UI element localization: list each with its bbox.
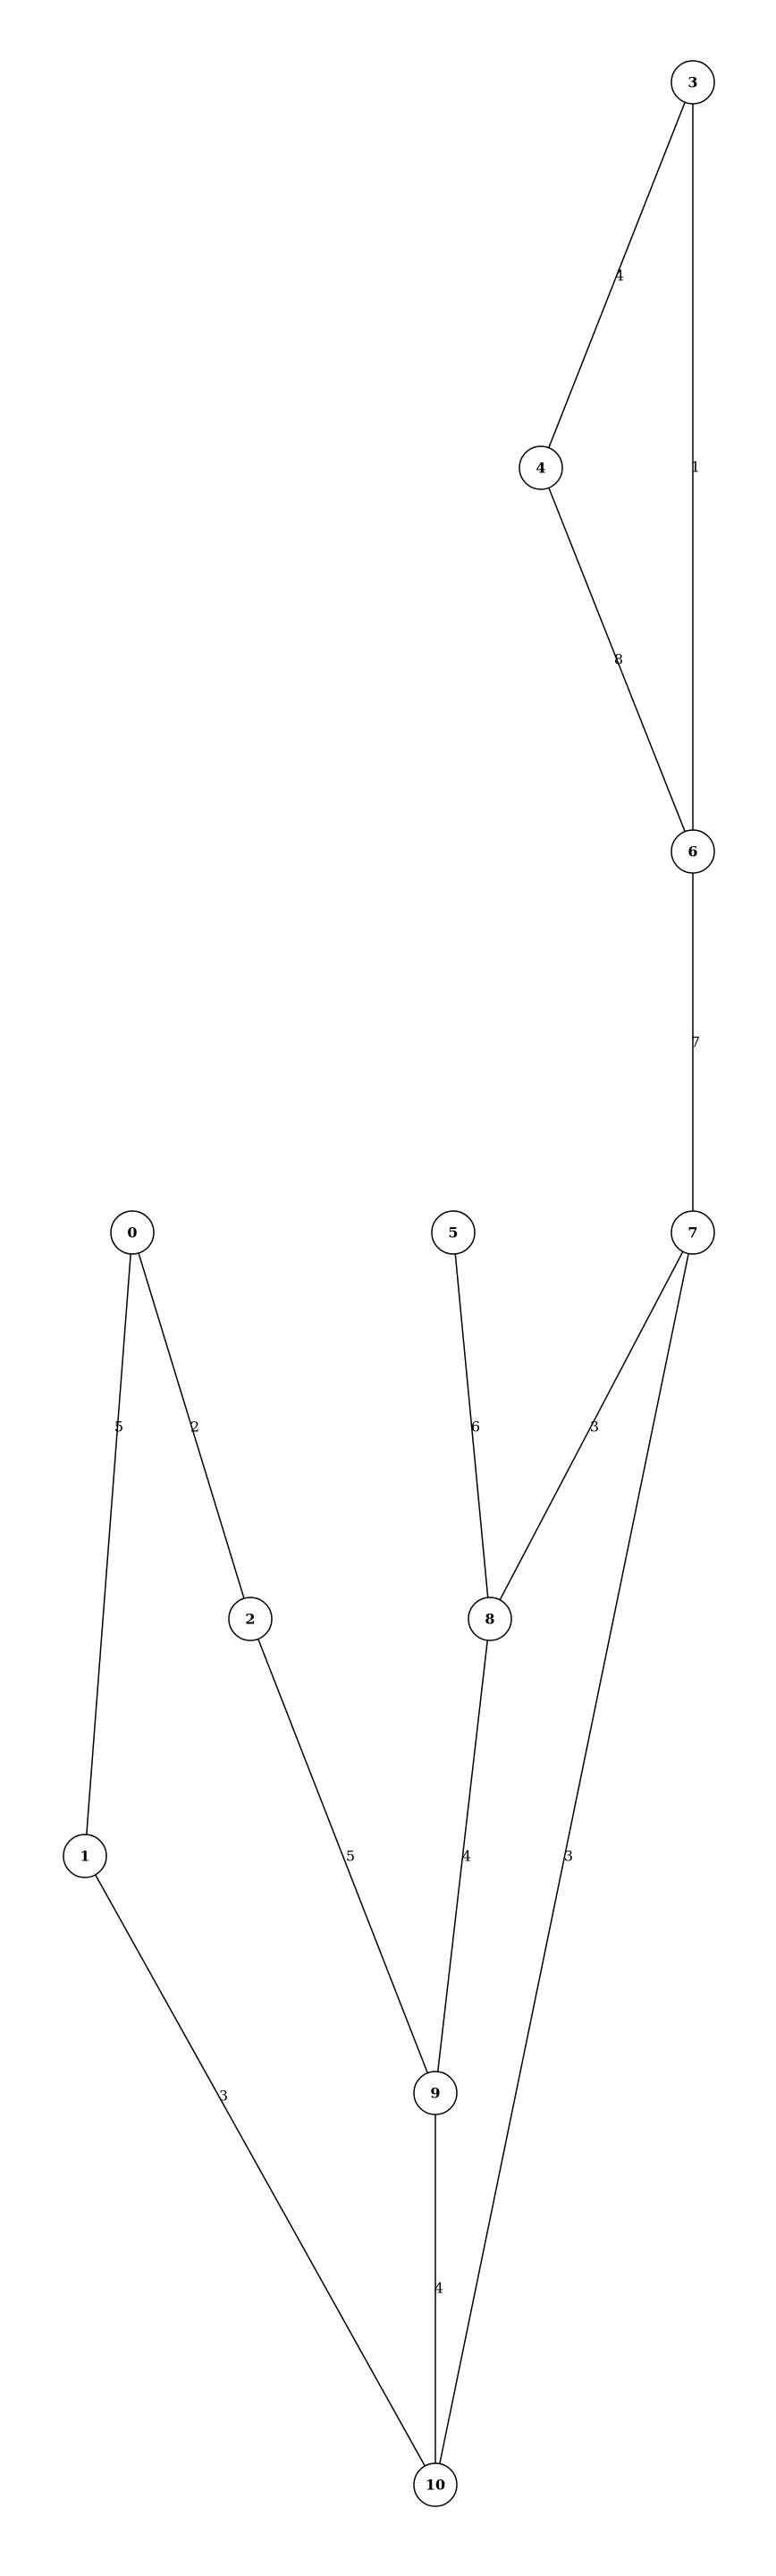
edge-0-1: 5 bbox=[84, 1232, 133, 1857]
node-9: 9 bbox=[413, 2071, 458, 2115]
node-label: 3 bbox=[687, 74, 697, 91]
edge-weight-label: 7 bbox=[691, 1034, 700, 1051]
node-1: 1 bbox=[63, 1834, 107, 1878]
edge-line bbox=[540, 467, 694, 852]
node-circle bbox=[431, 1210, 476, 1255]
edge-line bbox=[249, 1618, 436, 2094]
edge-line bbox=[131, 1232, 251, 1620]
edge-7-10: 3 bbox=[434, 1232, 694, 2486]
edge-weight-label: 4 bbox=[434, 2280, 443, 2297]
node-7: 7 bbox=[671, 1210, 715, 1255]
node-label: 5 bbox=[448, 1224, 458, 1241]
edge-weight-label: 4 bbox=[462, 1848, 471, 1865]
edge-4-6: 8 bbox=[540, 467, 694, 852]
edge-weight-label: 5 bbox=[114, 1419, 123, 1436]
edge-line bbox=[489, 1232, 694, 1620]
node-circle bbox=[519, 445, 563, 490]
node-circle bbox=[671, 60, 715, 105]
edge-line bbox=[434, 1618, 491, 2094]
node-circle bbox=[228, 1597, 273, 1641]
node-label: 7 bbox=[687, 1224, 697, 1241]
nodes-layer: 0 1 2 3 4 5 6 7 8 9 10 bbox=[63, 60, 715, 2507]
edge-line bbox=[84, 1232, 133, 1857]
node-circle bbox=[671, 1210, 715, 1255]
node-label: 0 bbox=[127, 1224, 137, 1241]
node-label: 1 bbox=[80, 1848, 89, 1865]
node-label: 10 bbox=[426, 2477, 445, 2494]
node-circle bbox=[63, 1834, 107, 1878]
edge-weight-label: 3 bbox=[219, 2088, 228, 2105]
node-circle bbox=[468, 1597, 512, 1641]
edge-weight-label: 1 bbox=[691, 459, 700, 476]
edge-weight-label: 5 bbox=[346, 1848, 355, 1865]
edge-weight-label: 3 bbox=[564, 1848, 573, 1865]
node-label: 2 bbox=[245, 1611, 255, 1628]
node-circle bbox=[413, 2462, 458, 2507]
edge-weight-label: 2 bbox=[190, 1419, 199, 1436]
edge-weight-label: 3 bbox=[590, 1419, 599, 1436]
edge-7-8: 3 bbox=[489, 1232, 694, 1620]
edge-3-6: 1 bbox=[691, 82, 700, 852]
node-label: 4 bbox=[536, 460, 545, 477]
node-3: 3 bbox=[671, 60, 715, 105]
node-circle bbox=[671, 829, 715, 874]
node-10: 10 bbox=[413, 2462, 458, 2507]
edge-line bbox=[84, 1855, 436, 2486]
edge-0-2: 2 bbox=[131, 1232, 251, 1620]
node-label: 6 bbox=[687, 843, 697, 860]
edge-line bbox=[452, 1232, 491, 1620]
node-2: 2 bbox=[228, 1597, 273, 1641]
edge-1-10: 3 bbox=[84, 1855, 436, 2486]
node-circle bbox=[110, 1210, 155, 1255]
node-label: 8 bbox=[485, 1611, 494, 1628]
node-5: 5 bbox=[431, 1210, 476, 1255]
node-label: 9 bbox=[430, 2085, 440, 2102]
edge-line bbox=[434, 1232, 694, 2486]
edge-9-10: 4 bbox=[434, 2093, 443, 2485]
edge-5-8: 6 bbox=[452, 1232, 491, 1620]
edge-6-7: 7 bbox=[691, 852, 700, 1233]
edge-weight-label: 6 bbox=[471, 1419, 480, 1436]
edge-3-4: 4 bbox=[540, 81, 694, 469]
edge-line bbox=[540, 81, 694, 469]
edge-weight-label: 4 bbox=[615, 267, 624, 284]
node-6: 6 bbox=[671, 829, 715, 874]
node-0: 0 bbox=[110, 1210, 155, 1255]
node-4: 4 bbox=[519, 445, 563, 490]
edge-8-9: 4 bbox=[434, 1618, 491, 2094]
node-8: 8 bbox=[468, 1597, 512, 1641]
edges-layer: 4 1 8 7 5 2 6 3 3 5 4 3 4 bbox=[84, 81, 700, 2486]
edge-2-9: 5 bbox=[249, 1618, 436, 2094]
edge-weight-label: 8 bbox=[614, 651, 623, 668]
node-circle bbox=[413, 2071, 458, 2115]
